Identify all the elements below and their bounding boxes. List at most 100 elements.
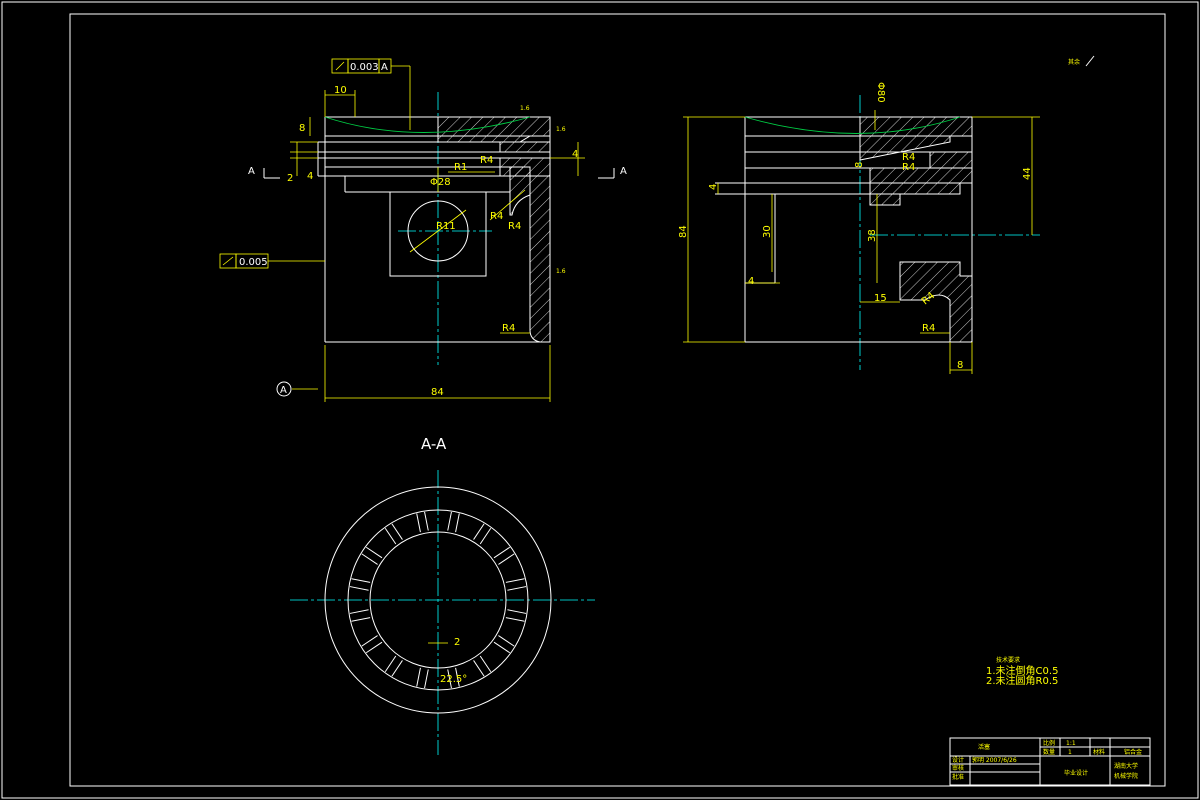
dim-r1: R1 xyxy=(454,162,467,173)
runout-datum: A xyxy=(381,62,388,73)
dim-pin-dia: Φ28 xyxy=(430,177,451,188)
tb-scale-label: 比例 xyxy=(1043,739,1055,747)
datum-a-marker: A xyxy=(276,381,318,397)
technical-notes: 技术要求 1.未注倒角C0.5 2.未注圆角R0.5 xyxy=(986,656,1058,687)
oil-slot-edge xyxy=(384,655,397,673)
oil-slot-edge xyxy=(505,578,525,583)
oil-slot-edge xyxy=(351,578,371,583)
dim-width-top: 10 xyxy=(334,85,347,96)
oil-slot-edge xyxy=(361,635,378,647)
tb-dept: 机械学院 xyxy=(1114,772,1138,780)
inner-border xyxy=(69,13,1166,787)
dim-offset-15: 15 xyxy=(874,293,887,304)
roughness-crown: 1.6 xyxy=(520,105,530,112)
tb-project: 毕业设计 xyxy=(1064,769,1088,777)
oil-slot-edge xyxy=(416,513,421,533)
dim-pin-38: 38 xyxy=(867,229,878,242)
dim-r4-b: R4 xyxy=(902,162,915,173)
oil-slot-edge xyxy=(493,641,511,654)
oil-slots xyxy=(349,511,527,689)
dim-land-right: 4 xyxy=(572,149,578,160)
tb-scale-value: 1:1 xyxy=(1066,740,1076,747)
oil-slot-edge xyxy=(473,523,485,540)
tb-designer-label: 设计 xyxy=(952,756,964,764)
dim-land-4: 4 xyxy=(708,184,719,190)
dim-r-small: R4 xyxy=(480,155,493,166)
dim-height-overall: 84 xyxy=(678,225,689,238)
datum-label: A xyxy=(280,385,287,396)
oil-slot-edge xyxy=(479,655,492,673)
oil-slot-edge xyxy=(447,511,452,531)
title-block: 活塞 设计 郭明 2007/6/26 审核 批准 比例 1:1 数量 1 材料 … xyxy=(949,737,1151,786)
oil-slot-edge xyxy=(391,660,403,677)
dim-height-44: 44 xyxy=(1022,167,1033,180)
dim-ring-depth: 8 xyxy=(299,123,305,134)
notes-line-1: 1.未注倒角C0.5 xyxy=(986,664,1058,677)
dim-bore-r: R11 xyxy=(436,221,456,232)
left-view xyxy=(317,92,551,365)
oil-slot-edge xyxy=(391,523,403,540)
tb-qty-label: 数量 xyxy=(1043,748,1055,756)
section-mark-left: A xyxy=(248,166,255,177)
cylindricity-value: 0.005 xyxy=(239,257,268,268)
oil-slot-edge xyxy=(349,586,369,591)
dim-top-dia: Φ80 xyxy=(875,82,886,103)
runout-tolerance-frame: 0.003 A xyxy=(331,58,411,130)
right-view xyxy=(715,95,1040,370)
cylindricity-tolerance-frame: 0.005 xyxy=(219,253,325,269)
tb-qty-value: 1 xyxy=(1068,749,1072,756)
tb-material-label: 材料 xyxy=(1093,748,1105,756)
dim-pin-30: 30 xyxy=(762,225,773,238)
corner-roughness-note: 其余 xyxy=(1068,58,1080,66)
oil-slot-edge xyxy=(493,546,511,559)
tb-school: 湖南大学 xyxy=(1114,762,1138,770)
section-mark-right: A xyxy=(620,166,627,177)
dim-r4-mid1: R4 xyxy=(490,211,503,222)
oil-slot-edge xyxy=(507,586,527,591)
oil-slot-edge xyxy=(473,660,485,677)
dim-gap: 2 xyxy=(287,173,293,184)
roughness-skirt: 1.6 xyxy=(556,268,566,275)
notes-line-2: 2.未注圆角R0.5 xyxy=(986,674,1058,687)
dim-land: 4 xyxy=(307,171,313,182)
dim-r4-d: R4 xyxy=(922,323,935,334)
oil-slot-edge xyxy=(361,553,378,565)
tb-approve-label: 批准 xyxy=(952,773,964,781)
dim-slot-width: 2 xyxy=(454,637,460,648)
notes-heading: 技术要求 xyxy=(996,656,1020,664)
oil-slot-edge xyxy=(505,617,525,622)
dim-r4-a: R4 xyxy=(902,152,915,163)
dim-pin-4: 4 xyxy=(748,276,754,287)
roughness-land: 1.6 xyxy=(556,126,566,133)
oil-slot-edge xyxy=(365,641,383,654)
oil-slot-edge xyxy=(424,669,429,689)
oil-slot-edge xyxy=(447,669,452,689)
dim-overall-width: 84 xyxy=(431,387,444,398)
oil-slot-edge xyxy=(498,553,515,565)
right-view-dimensions: 84 44 4 30 4 38 15 8 Φ80 8 R4 R4 R4 R4 其… xyxy=(678,55,1095,374)
oil-slot-edge xyxy=(455,667,460,687)
dim-r4-bottom: R4 xyxy=(502,323,515,334)
tb-designer-value: 郭明 2007/6/26 xyxy=(972,756,1017,764)
oil-slot-edge xyxy=(424,511,429,531)
dim-r4-mid2: R4 xyxy=(508,221,521,232)
oil-slot-edge xyxy=(479,527,492,545)
oil-slot-edge xyxy=(351,617,371,622)
tb-check-label: 审核 xyxy=(952,764,964,772)
oil-slot-edge xyxy=(416,667,421,687)
left-view-dimensions: 10 8 2 4 4 R1 R4 Φ28 R11 R4 R4 R4 84 1.6… xyxy=(248,85,627,402)
section-a-a-view: A-A 2 22.5° xyxy=(290,435,595,755)
tb-material-value: 铝合金 xyxy=(1124,748,1142,756)
dim-slot-angle: 22.5° xyxy=(440,674,467,685)
oil-slot-edge xyxy=(365,546,383,559)
runout-value: 0.003 xyxy=(350,62,379,73)
oil-slot-edge xyxy=(384,527,397,545)
oil-slot-edge xyxy=(455,513,460,533)
oil-slot-edge xyxy=(349,609,369,614)
dim-top-8: 8 xyxy=(854,162,865,168)
oil-slot-edge xyxy=(507,609,527,614)
oil-slot-edge xyxy=(498,635,515,647)
dim-wall-8: 8 xyxy=(957,360,963,371)
